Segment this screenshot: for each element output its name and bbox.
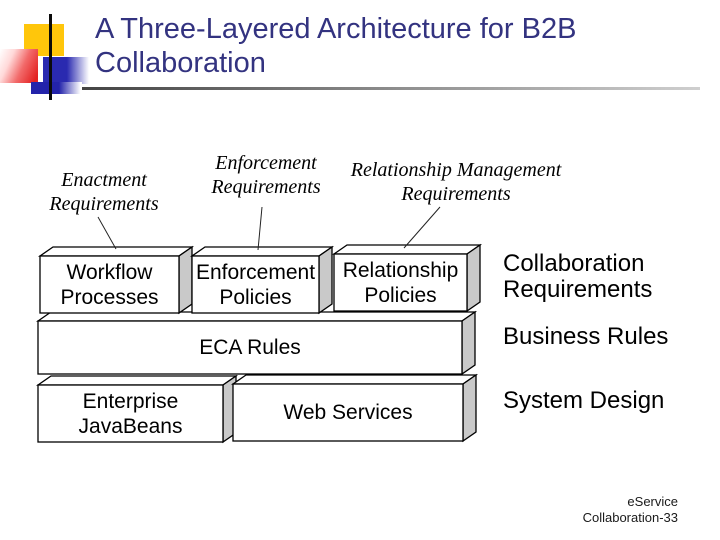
- footer-line1: eService: [627, 494, 678, 509]
- business-rules-label: Business Rules: [503, 323, 669, 350]
- layer-label-business-rules: Business Rules: [503, 324, 718, 350]
- title-underline-rule: [40, 87, 700, 90]
- decor-blue-bar: [31, 82, 82, 94]
- label-enactment-line2: Requirements: [49, 193, 159, 215]
- web-services-box: Web Services: [233, 384, 463, 441]
- relationship-box-line1: Relationship: [342, 258, 459, 282]
- label-enforcement-line2: Requirements: [211, 176, 321, 198]
- relationship-box-line2: Policies: [364, 283, 437, 307]
- decor-red-square: [0, 49, 38, 83]
- eca-rules-box-shape: [35, 310, 478, 376]
- label-enforcement-requirements: Enforcement Requirements: [186, 151, 346, 199]
- relationship-policies-box-shape: [331, 243, 483, 313]
- relationship-policies-box: Relationship Policies: [334, 254, 467, 311]
- ejb-box-line1: Enterprise: [82, 389, 179, 413]
- enforcement-box-line2: Policies: [219, 285, 292, 309]
- ejb-box-line2: JavaBeans: [78, 414, 183, 438]
- workflow-processes-box: Workflow Processes: [40, 256, 179, 313]
- workflow-box-line1: Workflow: [66, 260, 153, 284]
- label-relationship-line2: Requirements: [401, 183, 511, 205]
- enforcement-policies-box-shape: [189, 245, 335, 315]
- label-enforcement-line1: Enforcement: [215, 152, 317, 174]
- connector-enforcement-line: [257, 206, 263, 251]
- label-relationship-line1: Relationship Management: [350, 159, 562, 181]
- enforcement-policies-box: Enforcement Policies: [192, 256, 319, 313]
- enterprise-javabeans-box: Enterprise JavaBeans: [38, 385, 223, 442]
- web-box-label: Web Services: [283, 401, 413, 424]
- enforcement-box-line1: Enforcement: [195, 260, 316, 284]
- workflow-box-line2: Processes: [60, 285, 159, 309]
- slide-title-line1: A Three-Layered Architecture for B2B: [95, 13, 577, 45]
- workflow-box-shape: [37, 245, 195, 315]
- label-relationship-management-requirements: Relationship Management Requirements: [334, 158, 578, 206]
- eca-box-label: ECA Rules: [199, 336, 301, 359]
- layer-label-collaboration-requirements: Collaboration Requirements: [503, 251, 713, 303]
- slide-title-line2: Collaboration: [95, 47, 266, 79]
- decor-vertical-line: [49, 14, 52, 100]
- slide-footer: eService Collaboration-33: [458, 494, 678, 526]
- system-design-label: System Design: [503, 387, 665, 414]
- collab-label-line2: Requirements: [503, 276, 653, 303]
- collab-label-line1: Collaboration: [503, 250, 645, 277]
- eca-rules-box: ECA Rules: [38, 321, 462, 374]
- slide-title: A Three-Layered Architecture for B2B Col…: [95, 12, 695, 80]
- connector-relationship-line: [403, 206, 441, 249]
- footer-line2: Collaboration-33: [582, 510, 678, 525]
- web-services-box-shape: [230, 373, 479, 443]
- connector-enactment-line: [97, 216, 117, 250]
- label-enactment-line1: Enactment: [61, 169, 147, 191]
- layer-label-system-design: System Design: [503, 388, 718, 414]
- label-enactment-requirements: Enactment Requirements: [24, 168, 184, 216]
